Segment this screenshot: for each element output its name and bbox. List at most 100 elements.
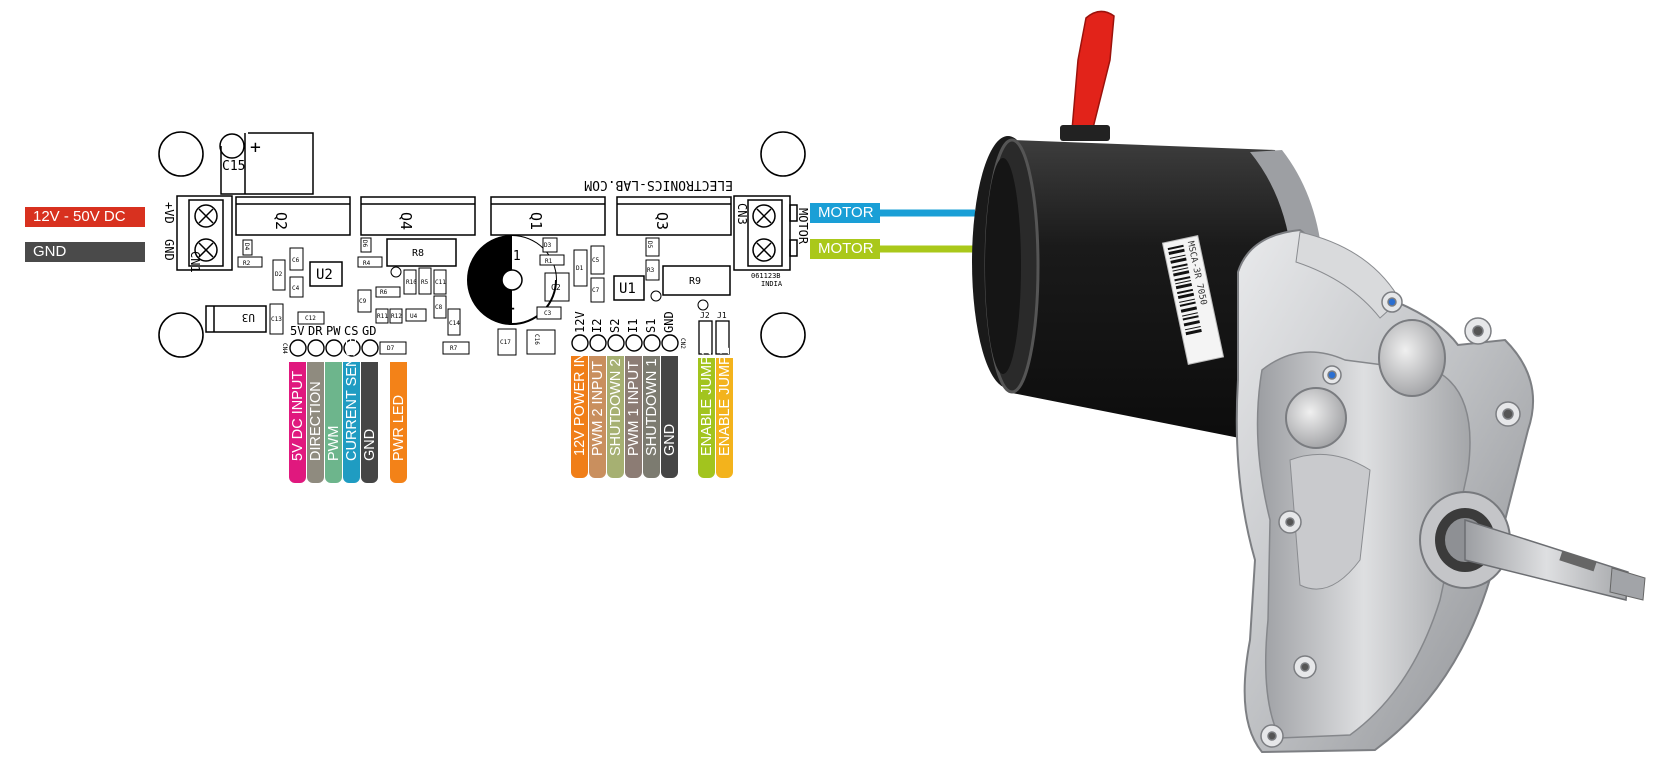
svg-text:D7: D7: [387, 345, 395, 352]
c15-label: C15: [222, 159, 245, 174]
mid-pin-label-text-1: PWM 2 INPUT: [589, 360, 606, 456]
q1-label: Q1: [527, 212, 545, 230]
c1-label: C1: [505, 249, 521, 264]
resistor-r1: R1: [539, 254, 565, 266]
led-pin-label-0: PWR LED: [390, 362, 407, 483]
svg-text:C16: C16: [533, 334, 540, 345]
jump-pin-label-1: ENABLE JUMP1: [716, 347, 733, 478]
svg-text:U4: U4: [410, 313, 418, 320]
capacitor-c16: C16: [526, 329, 556, 355]
board-country: INDIA: [761, 280, 783, 288]
pcb-outline: [158, 131, 806, 358]
ic-u3: U3: [205, 305, 267, 333]
capacitor-c14: C14: [447, 308, 461, 336]
smd-components: D4 R2 D2 C6 C4 D6 R4 R10 R5 C11 C9 R6 R1…: [237, 237, 709, 356]
mount-hole-top-left: [158, 131, 204, 177]
mid-pin-label-text-5: GND: [661, 423, 678, 456]
mid-pin-label-text-2: SHUTDOWN 2: [607, 358, 624, 456]
mid-header-label-s1: S1: [644, 319, 658, 333]
transistor-q2: Q2: [235, 196, 351, 236]
header-cn2: CN2 12V I2 S2 I1 S1 GND: [571, 311, 686, 352]
mid-header-label-gnd: GND: [662, 311, 676, 333]
ic-u1: U1: [613, 275, 645, 301]
capacitor-c1: C1 +: [467, 235, 557, 325]
left-pin-label-2: PWM: [325, 362, 342, 483]
cn1-gnd-label: GND: [162, 239, 176, 261]
svg-text:J1: J1: [717, 311, 727, 320]
left-pin-label-text-4: GND: [361, 428, 378, 461]
resistor-r2: R2: [237, 256, 263, 268]
capacitor-c11: C11: [433, 269, 447, 295]
svg-text:R1: R1: [545, 258, 553, 265]
resistor-r6: R6: [375, 286, 401, 298]
svg-text:U3: U3: [242, 311, 255, 324]
mid-pin-label-1: PWM 2 INPUT: [589, 356, 606, 478]
left-pin-label-text-1: DIRECTION: [307, 381, 324, 461]
svg-text:C13: C13: [271, 316, 282, 323]
svg-text:C6: C6: [292, 257, 300, 264]
svg-text:C8: C8: [435, 304, 443, 311]
mid-pin-label-5: GND: [661, 356, 678, 478]
motor-body: [1012, 140, 1300, 445]
output-shaft: [1419, 491, 1646, 601]
left-pin-label-text-3: CURRENT SENSE: [343, 337, 360, 461]
capacitor-c8: C8: [433, 295, 447, 319]
resistor-r7: R7: [442, 341, 470, 355]
motor-label-1: MOTOR: [810, 203, 880, 223]
mount-hole-top-right: [760, 131, 806, 177]
c1-plus: +: [503, 296, 515, 320]
svg-text:R10: R10: [406, 279, 417, 286]
jumper-block: J2 J1: [698, 311, 730, 355]
header-pad: [643, 334, 661, 352]
capacitor-c17: C17: [497, 328, 517, 356]
mid-header-label-i1: I1: [626, 319, 640, 333]
resistor-r8: R8: [386, 238, 457, 267]
mount-hole-bottom-right: [760, 312, 806, 358]
resistor-r4: R4: [357, 256, 383, 268]
capacitor-c7: C7: [590, 277, 605, 303]
diode-d6: D6: [360, 237, 372, 253]
cn1-vd-label: +VD: [162, 202, 176, 224]
svg-text:R8: R8: [412, 248, 424, 259]
test-point-2: [650, 290, 662, 302]
jumper-j2: [698, 320, 713, 355]
svg-text:D4: D4: [243, 243, 250, 251]
svg-text:C11: C11: [435, 279, 446, 286]
left-header-label-5v: 5V: [290, 324, 304, 338]
svg-text:C2: C2: [551, 283, 561, 292]
gearbox-boss: [1378, 319, 1446, 397]
left-pin-label-3: CURRENT SENSE: [343, 337, 360, 483]
q4-label: Q4: [397, 212, 415, 230]
svg-text:D3: D3: [544, 242, 552, 249]
jump-pin-label-0: ENABLE JUMP2: [698, 347, 715, 478]
power-input-text: 12V - 50V DC: [33, 208, 126, 225]
lever-base: [1060, 125, 1110, 141]
diode-d4: D4: [242, 239, 253, 256]
mid-pin-label-2: SHUTDOWN 2: [607, 356, 624, 478]
header-pad: [361, 339, 379, 357]
mid-pin-label-4: SHUTDOWN 1: [643, 356, 660, 478]
cn1-label: CN1: [188, 251, 202, 273]
capacitor-c5: C5: [590, 245, 605, 275]
svg-text:CN2: CN2: [679, 338, 686, 349]
svg-text:R12: R12: [391, 313, 402, 320]
cn3-label: CN3: [735, 203, 749, 225]
capacitor-c13: C13: [269, 303, 284, 335]
capacitor-c9: C9: [357, 289, 372, 313]
header-pad: [325, 339, 343, 357]
resistor-r10: R10: [403, 269, 417, 295]
svg-text:D2: D2: [275, 271, 283, 278]
diode-d5: D5: [645, 237, 660, 257]
ic-u2: U2: [309, 261, 343, 287]
left-header-label-dr: DR: [308, 324, 323, 338]
silkscreen-site: ELECTRONICS-LAB.COM: [584, 177, 733, 192]
mid-pin-label-3: PWM 1 INPUT: [625, 356, 642, 478]
board-code: 061123B: [751, 272, 781, 280]
q3-label: Q3: [653, 212, 671, 230]
svg-text:R5: R5: [421, 279, 429, 286]
svg-text:CN4: CN4: [281, 343, 288, 354]
motor-photo: MSCA-3R 7050: [972, 10, 1646, 754]
header-pad: [343, 339, 361, 357]
capacitor-c2: C2: [544, 272, 570, 302]
left-pin-label-text-0: 5V DC INPUT: [289, 370, 306, 461]
